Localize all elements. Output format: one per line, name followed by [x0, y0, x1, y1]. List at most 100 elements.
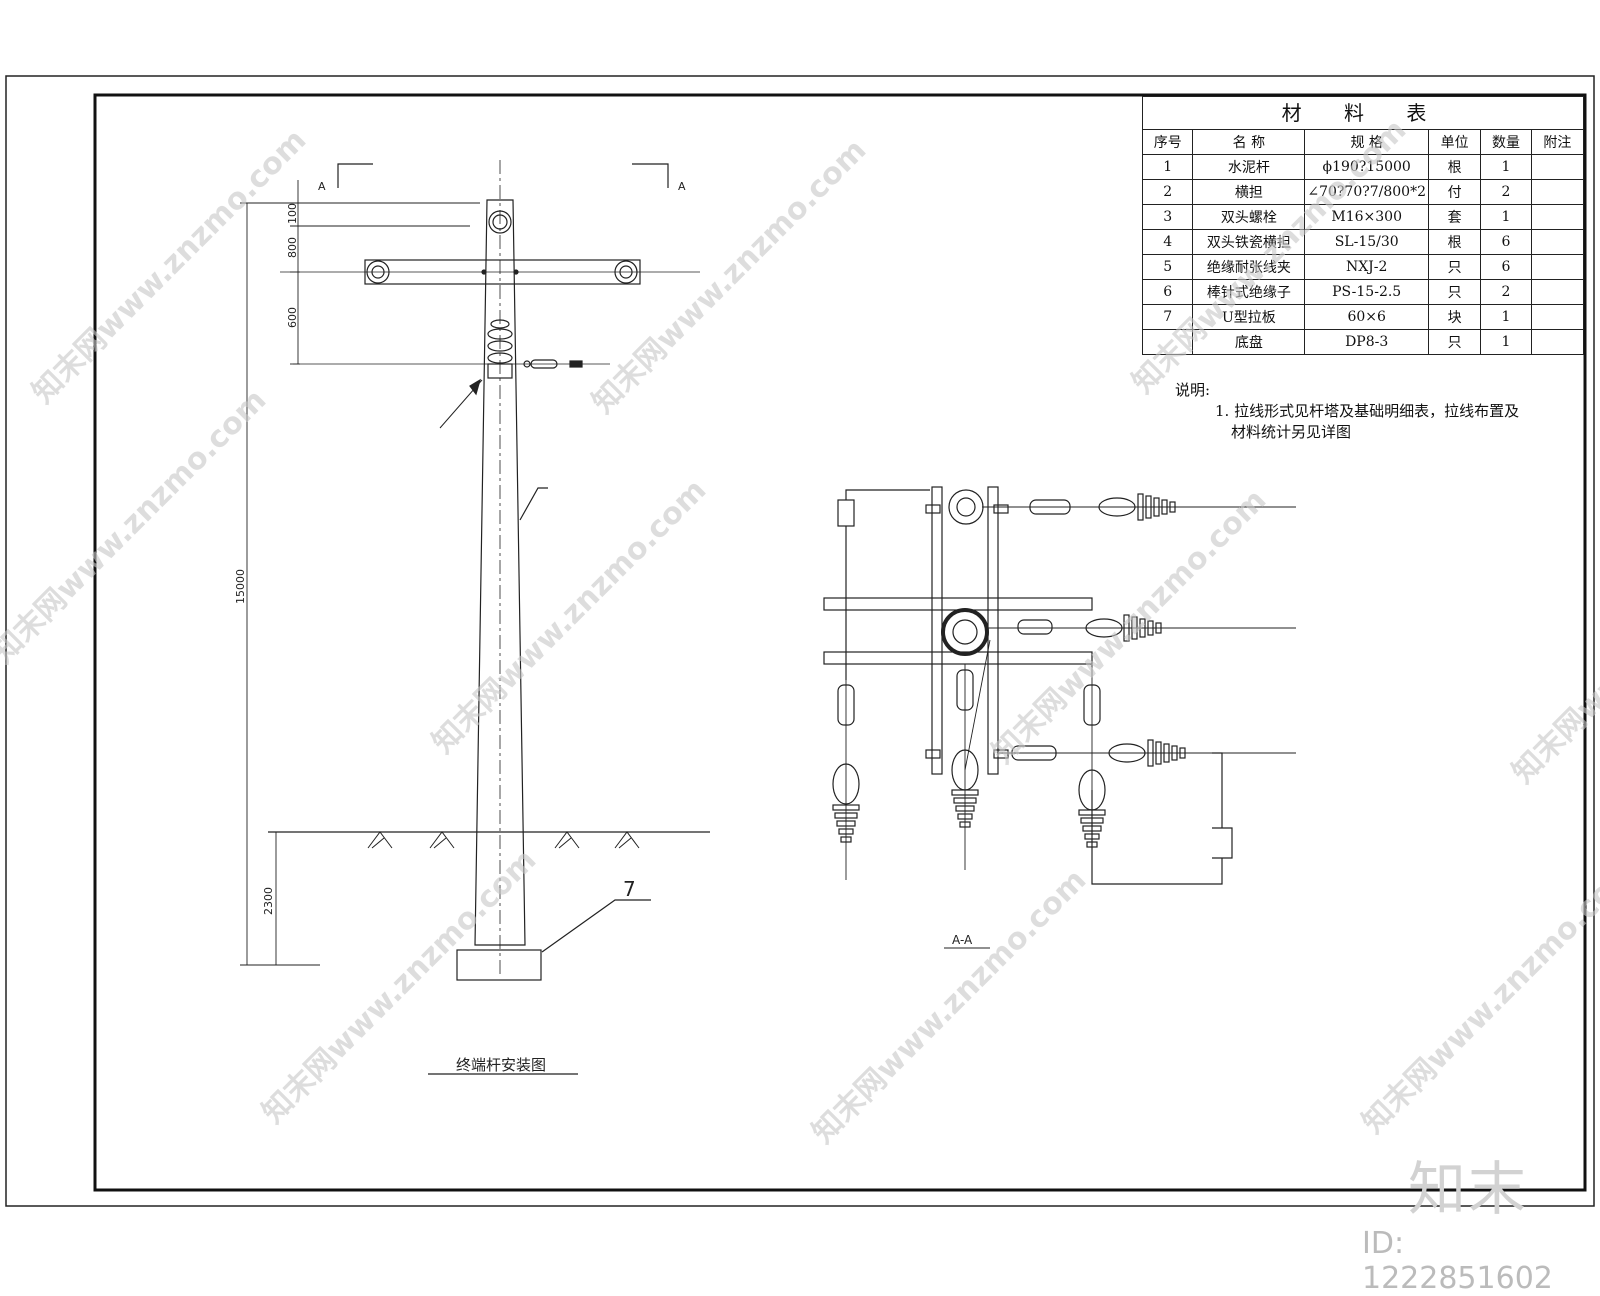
- cell: NXJ-2: [1304, 254, 1429, 280]
- table-row: 2 横担 ∠70?70?7/800*2 付 2: [1141, 179, 1585, 205]
- dimension-lines: [240, 180, 480, 966]
- cell: 横担: [1192, 179, 1306, 205]
- suspension-insulator-right: [1078, 664, 1106, 848]
- header-note: 附注: [1530, 129, 1585, 155]
- cell: [1530, 204, 1585, 230]
- cell: DP8-3: [1304, 329, 1429, 355]
- table-row: 4 双头铁瓷横担 SL-15/30 根 6: [1141, 229, 1585, 255]
- cell: 7: [1141, 304, 1194, 330]
- tension-clamp: [523, 359, 583, 369]
- header-name: 名 称: [1192, 129, 1306, 155]
- notes-heading: 说明:: [1175, 381, 1211, 399]
- elevation-view: [240, 160, 710, 981]
- cell: 4: [1141, 229, 1194, 255]
- cell: SL-15/30: [1304, 229, 1429, 255]
- cell: M16×300: [1304, 204, 1429, 230]
- header-qty: 数量: [1480, 129, 1532, 155]
- cell: PS-15-2.5: [1304, 279, 1429, 305]
- cell: [1530, 279, 1585, 305]
- cell: 底盘: [1192, 329, 1306, 355]
- cell: 1: [1480, 329, 1532, 355]
- table-row: 6 棒针式绝缘子 PS-15-2.5 只 2: [1141, 279, 1585, 305]
- concrete-pole: [474, 199, 526, 946]
- header-unit: 单位: [1427, 129, 1482, 155]
- header-index: 序号: [1141, 129, 1194, 155]
- notes-block: 说明: 1. 拉线形式见杆塔及基础明细表，拉线布置及 材料统计另见详图: [1175, 380, 1519, 443]
- table-row: 1 水泥杆 ϕ190?15000 根 1: [1141, 154, 1585, 180]
- cell: 1: [1480, 304, 1532, 330]
- cell: 6: [1480, 229, 1532, 255]
- materials-table-title: 材 料 表: [1142, 96, 1584, 129]
- pole-base-plate: [456, 949, 542, 981]
- strain-insulator-bottom: [997, 739, 1296, 885]
- pin-insulator: [487, 319, 513, 379]
- table-row: 7 U型拉板 60×6 块 1: [1141, 304, 1585, 330]
- leader-line-7: [541, 899, 651, 953]
- cell: 3: [1141, 204, 1194, 230]
- cell: 6: [1480, 254, 1532, 280]
- cell: [1530, 254, 1585, 280]
- note-item-1: 1. 拉线形式见杆塔及基础明细表，拉线布置及: [1215, 402, 1520, 420]
- strain-insulator-top: [982, 493, 1296, 521]
- cell: 只: [1427, 279, 1482, 305]
- outer-sheet-border: [5, 75, 1595, 1207]
- strain-insulator-middle: [987, 614, 1296, 642]
- header-spec: 规 格: [1304, 129, 1429, 155]
- dim-600: 600: [286, 307, 299, 328]
- cell: 2: [1480, 179, 1532, 205]
- dim-15000: 15000: [234, 569, 247, 604]
- cell: 60×6: [1304, 304, 1429, 330]
- cell: [1530, 179, 1585, 205]
- cell: 1: [1141, 154, 1194, 180]
- cell: ∠70?70?7/800*2: [1304, 179, 1429, 205]
- cell: 套: [1427, 204, 1482, 230]
- suspension-insulator-left: [832, 664, 860, 880]
- drawing-frame: [93, 93, 1587, 1192]
- cell: 2: [1141, 179, 1194, 205]
- section-view: [823, 486, 1296, 885]
- cell: 只: [1427, 329, 1482, 355]
- cell: 2: [1480, 279, 1532, 305]
- dim-800: 800: [286, 237, 299, 258]
- cell: 1: [1480, 154, 1532, 180]
- cell: [1530, 329, 1585, 355]
- table-row: 底盘 DP8-3 只 1: [1141, 329, 1585, 355]
- cell: 块: [1427, 304, 1482, 330]
- cell: 5: [1141, 254, 1194, 280]
- image-id-label: ID: 1222851602: [1362, 1226, 1553, 1296]
- materials-table: 材 料 表 序号 名 称 规 格 单位 数量 附注 1 水泥杆 ϕ190?150…: [1141, 96, 1585, 355]
- cell: 双头螺栓: [1192, 204, 1306, 230]
- cell: [1530, 229, 1585, 255]
- note-item-1-continued: 材料统计另见详图: [1231, 423, 1352, 441]
- section-mark-left: [337, 163, 373, 188]
- section-label-left: A: [318, 180, 326, 193]
- suspension-insulator-center: [951, 664, 979, 870]
- dim-2300: 2300: [262, 887, 275, 915]
- watermark-logo: 知末: [1408, 1155, 1529, 1223]
- cell: 棒针式绝缘子: [1192, 279, 1306, 305]
- section-label-right: A: [678, 180, 686, 193]
- cell: [1530, 304, 1585, 330]
- cell: 水泥杆: [1192, 154, 1306, 180]
- dim-100: 100: [286, 203, 299, 224]
- cell: U型拉板: [1192, 304, 1306, 330]
- pole-section: [941, 608, 989, 656]
- cell: [1141, 329, 1194, 355]
- table-row: 5 绝缘耐张线夹 NXJ-2 只 6: [1141, 254, 1585, 280]
- cell: 只: [1427, 254, 1482, 280]
- cell: [1530, 154, 1585, 180]
- cell: 付: [1427, 179, 1482, 205]
- section-title: A-A: [952, 933, 973, 947]
- cell: ϕ190?15000: [1304, 154, 1429, 180]
- section-mark-right: [632, 163, 669, 188]
- cell: 绝缘耐张线夹: [1192, 254, 1306, 280]
- table-header-row: 序号 名 称 规 格 单位 数量 附注: [1141, 129, 1585, 155]
- cell: 根: [1427, 154, 1482, 180]
- cell: 双头铁瓷横担: [1192, 229, 1306, 255]
- cell: 1: [1480, 204, 1532, 230]
- cell: 6: [1141, 279, 1194, 305]
- cross-arm-upper: [823, 597, 1093, 611]
- cell: 根: [1427, 229, 1482, 255]
- leader-label-7: 7: [623, 877, 636, 901]
